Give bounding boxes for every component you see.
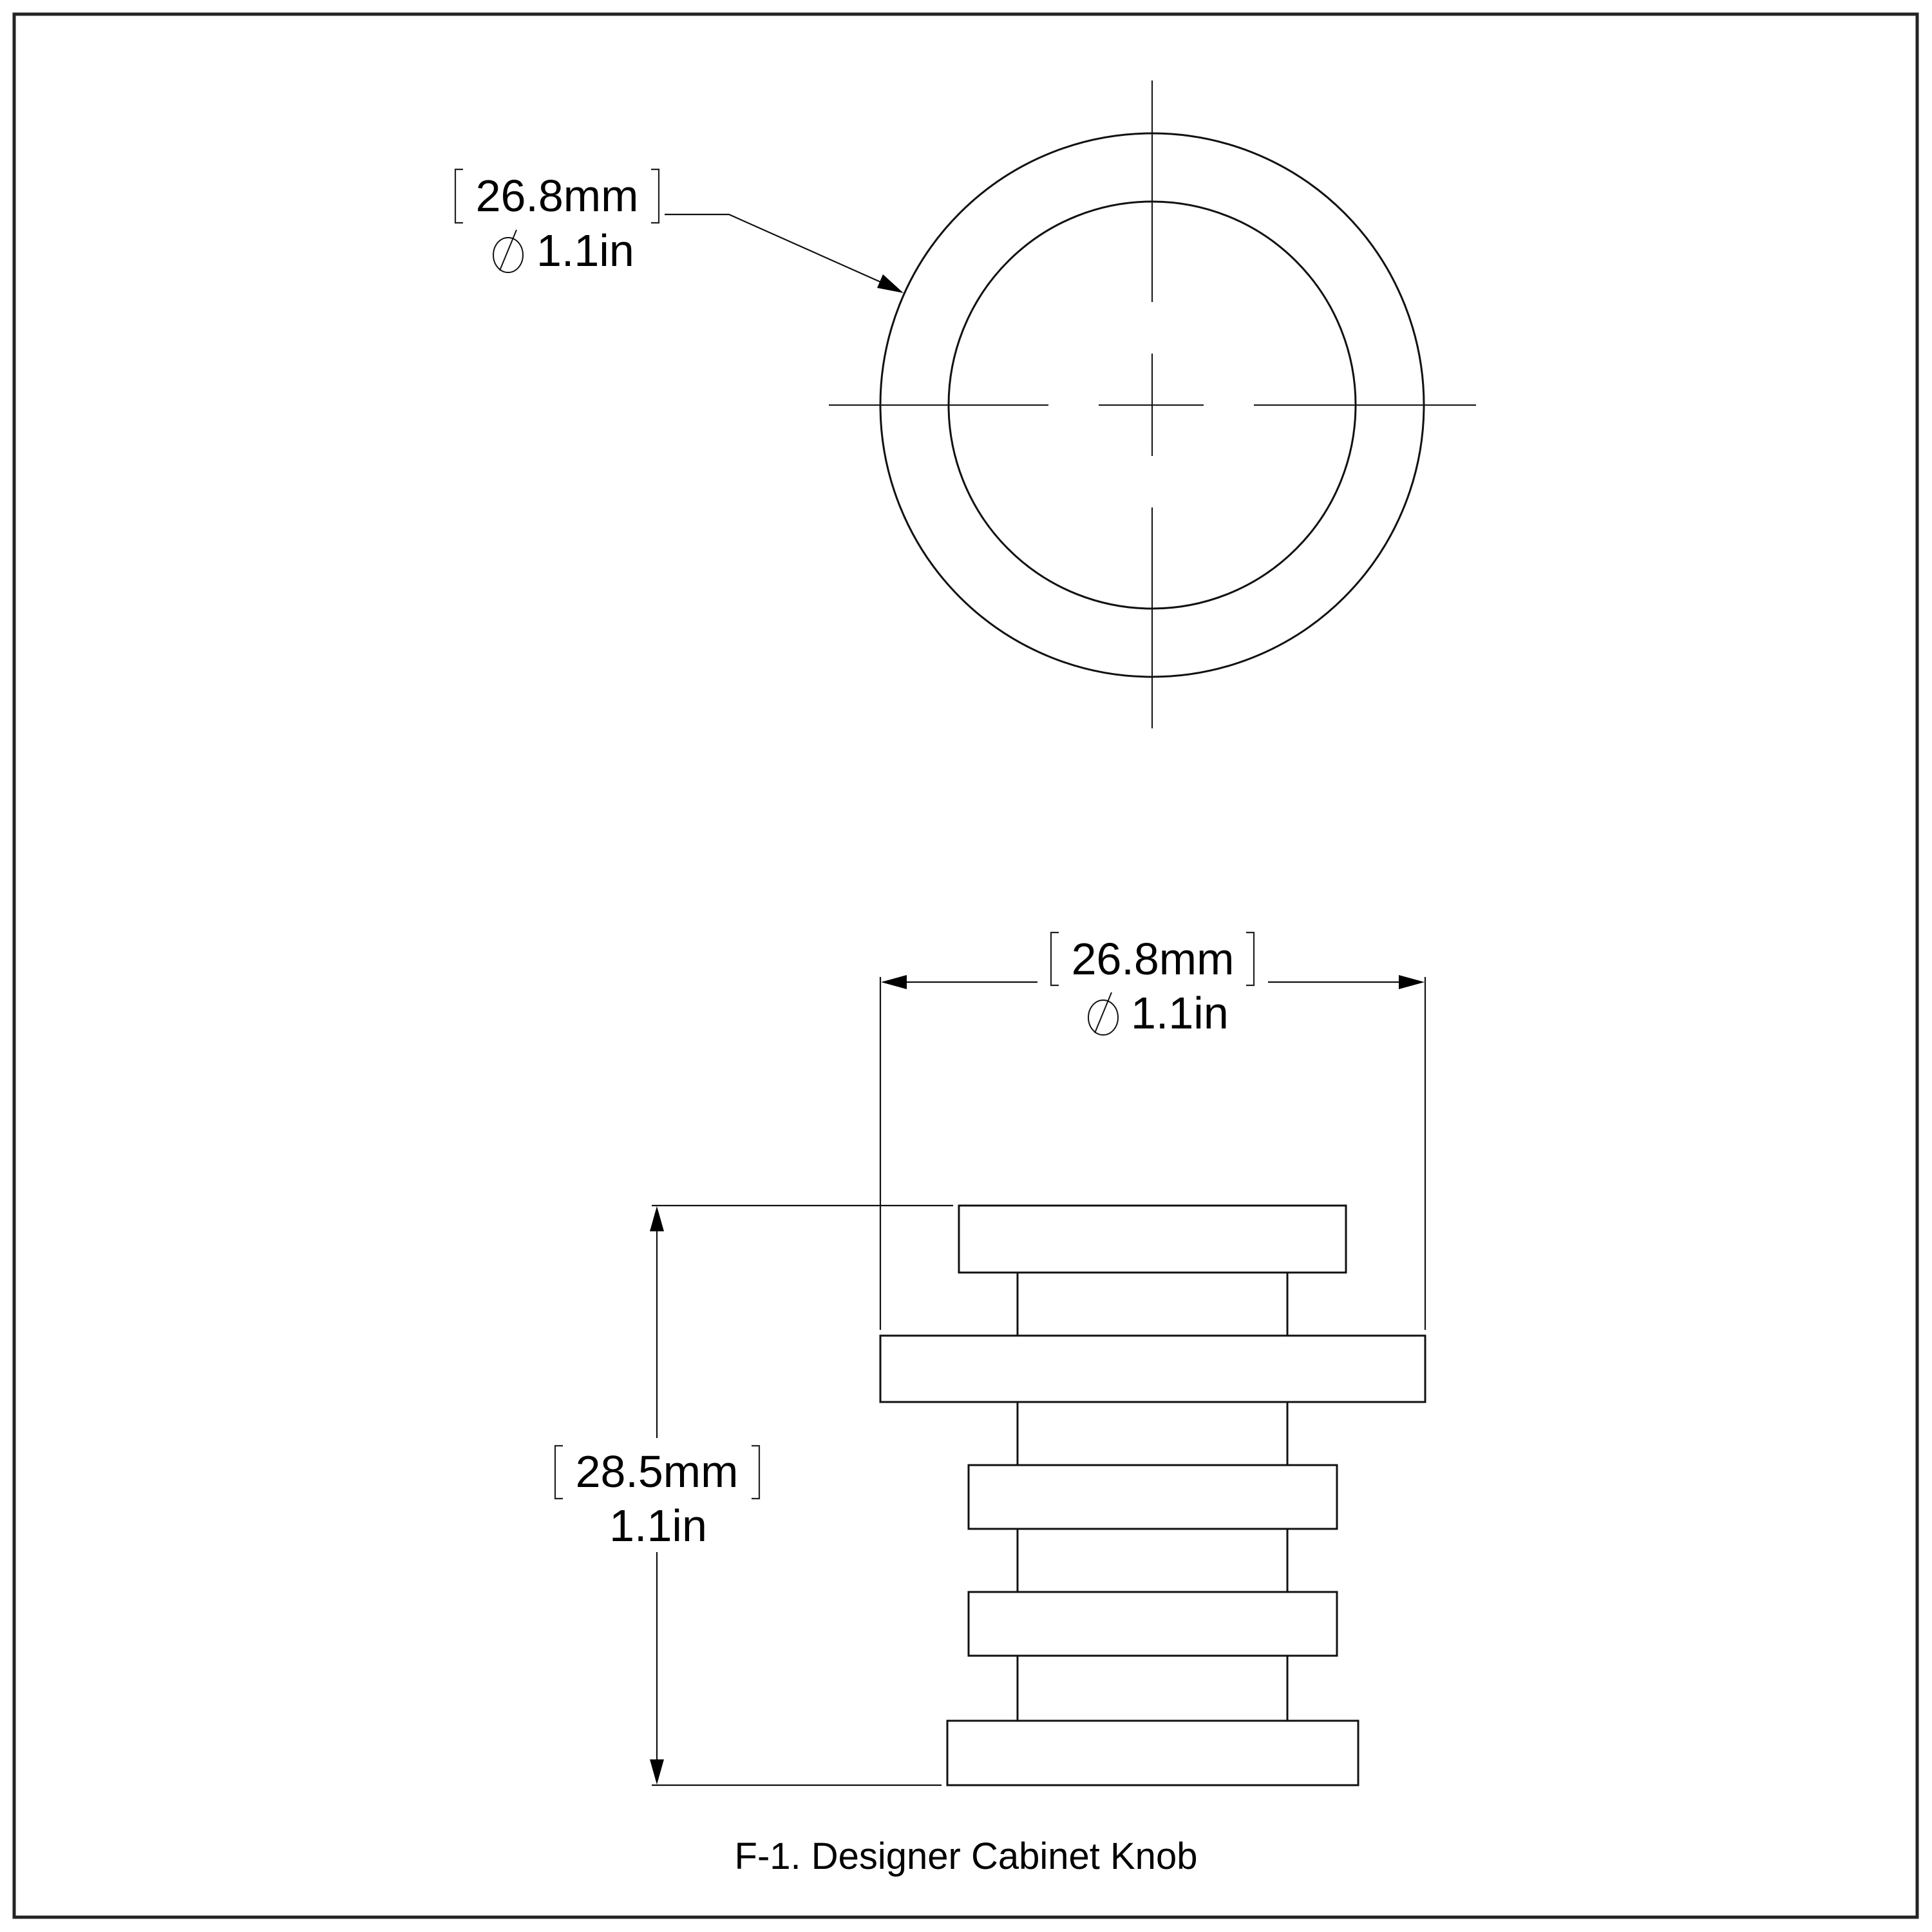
knob-main-disc [879,1334,1426,1403]
height-in: 1.1in [609,1501,707,1551]
left-bracket-icon [1050,931,1059,987]
height-mm: 28.5mm [576,1446,739,1497]
top-diameter-in: 1.1in [536,225,634,276]
width-dimension: 26.8mm 1.1in [879,931,1426,1330]
left-bracket-icon [554,1444,563,1500]
leader-arrowhead-icon [877,274,904,293]
knob-ring-disc-1 [967,1464,1338,1530]
diameter-symbol-icon [1088,992,1119,1036]
top-view: 26.8mm 1.1in [454,80,1476,728]
arrow-left-icon [881,975,907,989]
diameter-symbol-icon [493,229,524,273]
centerlines [829,80,1476,728]
drawing-frame [12,12,1919,1919]
right-bracket-icon [752,1444,761,1500]
right-bracket-icon [651,168,660,224]
left-bracket-icon [454,168,463,224]
front-view: 26.8mm 1.1in 28.5mm 1.1in [554,931,1426,1786]
diameter-leader [665,213,904,293]
arrow-up-icon [650,1206,664,1231]
width-in: 1.1in [1131,988,1229,1038]
right-bracket-icon [1246,931,1255,987]
knob-cap-disc [958,1204,1347,1274]
figure-caption: F-1. Designer Cabinet Knob [735,1835,1198,1877]
top-diameter-mm: 26.8mm [476,171,639,221]
knob-ring-disc-2 [967,1591,1338,1657]
height-dimension: 28.5mm 1.1in [554,1204,953,1786]
top-diameter-label: 26.8mm 1.1in [454,168,660,276]
arrow-right-icon [1399,975,1425,989]
knob-profile [879,1204,1426,1786]
knob-base-disc [946,1719,1359,1786]
arrow-down-icon [650,1759,664,1785]
width-mm: 26.8mm [1072,934,1235,984]
